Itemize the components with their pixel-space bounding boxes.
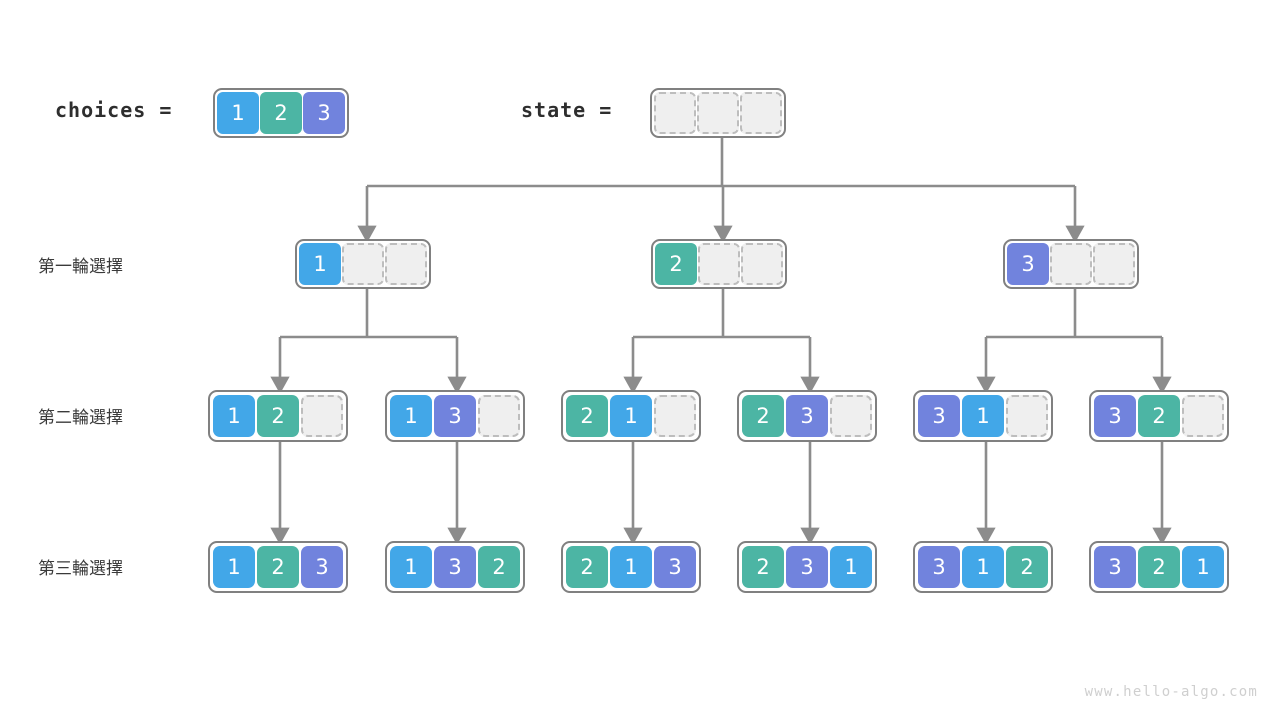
array-cell-empty	[342, 243, 384, 285]
array-cell-empty	[830, 395, 872, 437]
array-cell-filled: 3	[786, 546, 828, 588]
state-array	[650, 88, 786, 138]
array-cell-filled: 3	[1094, 546, 1136, 588]
array-cell-filled: 2	[257, 546, 299, 588]
array-cell-filled: 2	[1006, 546, 1048, 588]
state-label: state =	[521, 98, 613, 122]
array-cell-filled: 1	[213, 546, 255, 588]
array-cell-filled: 2	[1138, 546, 1180, 588]
array-cell-filled: 1	[610, 546, 652, 588]
array-cell-filled: 1	[1182, 546, 1224, 588]
array-cell-filled: 2	[742, 395, 784, 437]
array-cell-filled: 1	[390, 395, 432, 437]
array-cell-filled: 1	[213, 395, 255, 437]
array-cell-filled: 3	[786, 395, 828, 437]
array-cell-empty	[698, 243, 740, 285]
array-cell-empty	[301, 395, 343, 437]
array-cell-filled: 1	[830, 546, 872, 588]
array-cell-filled: 3	[301, 546, 343, 588]
array-cell-filled: 1	[299, 243, 341, 285]
array-cell-filled: 3	[303, 92, 345, 134]
row-label-round-1: 第一輪選擇	[38, 257, 123, 277]
row-label-round-3: 第三輪選擇	[38, 559, 123, 579]
array-cell-empty	[741, 243, 783, 285]
array-cell-filled: 1	[217, 92, 259, 134]
array-cell-filled: 2	[566, 395, 608, 437]
array-cell-empty	[697, 92, 739, 134]
array-cell-filled: 3	[1094, 395, 1136, 437]
array-cell-empty	[654, 92, 696, 134]
array-cell-filled: 3	[434, 546, 476, 588]
array-cell-empty	[654, 395, 696, 437]
array-cell-filled: 3	[918, 546, 960, 588]
array-cell-filled: 1	[962, 546, 1004, 588]
array-cell-filled: 1	[610, 395, 652, 437]
array-cell-filled: 3	[434, 395, 476, 437]
array-cell-empty	[385, 243, 427, 285]
array-cell-filled: 3	[654, 546, 696, 588]
watermark: www.hello-algo.com	[1084, 684, 1258, 700]
tree-node-array: 3	[1003, 239, 1139, 289]
array-cell-empty	[1050, 243, 1092, 285]
array-cell-empty	[1182, 395, 1224, 437]
array-cell-filled: 2	[566, 546, 608, 588]
row-label-round-2: 第二輪選擇	[38, 408, 123, 428]
array-cell-empty	[740, 92, 782, 134]
tree-node-array: 1	[295, 239, 431, 289]
array-cell-empty	[1006, 395, 1048, 437]
array-cell-filled: 2	[1138, 395, 1180, 437]
array-cell-filled: 2	[742, 546, 784, 588]
array-cell-empty	[478, 395, 520, 437]
array-cell-filled: 2	[260, 92, 302, 134]
array-cell-filled: 1	[390, 546, 432, 588]
array-cell-filled: 3	[1007, 243, 1049, 285]
array-cell-filled: 2	[655, 243, 697, 285]
choices-label: choices =	[55, 98, 173, 122]
array-cell-filled: 1	[962, 395, 1004, 437]
array-cell-filled: 3	[918, 395, 960, 437]
array-cell-filled: 2	[257, 395, 299, 437]
tree-node-array: 2	[651, 239, 787, 289]
array-cell-filled: 2	[478, 546, 520, 588]
array-cell-empty	[1093, 243, 1135, 285]
